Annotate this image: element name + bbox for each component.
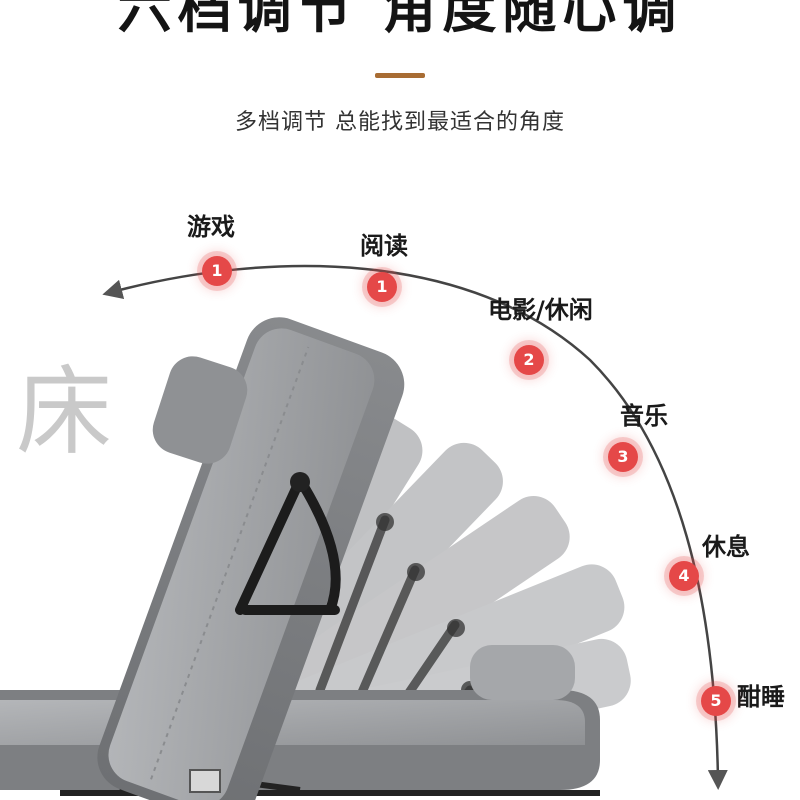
- angle-arc: [102, 264, 728, 790]
- label-movie-leisure: 电影/休闲: [488, 296, 593, 324]
- badge-position-2: 2: [514, 345, 544, 375]
- badge-position-5: 5: [701, 686, 731, 716]
- headline: 六档调节 角度随心调: [117, 0, 683, 40]
- accent-bar: [375, 73, 425, 78]
- hinge: [189, 769, 221, 793]
- label-rest: 休息: [702, 533, 750, 561]
- label-music: 音乐: [620, 402, 668, 430]
- badge-position-4: 4: [669, 561, 699, 591]
- badge-position-1b: 1: [367, 272, 397, 302]
- badge-position-3: 3: [608, 442, 638, 472]
- watermark: 床: [16, 356, 112, 468]
- label-deep-sleep: 酣睡: [737, 683, 785, 711]
- label-reading: 阅读: [360, 232, 408, 260]
- badge-position-1a: 1: [202, 256, 232, 286]
- foot-pillow: [470, 645, 575, 700]
- label-gaming: 游戏: [187, 213, 235, 241]
- seat-base: [0, 690, 600, 796]
- subtitle: 多档调节 总能找到最适合的角度: [235, 110, 565, 135]
